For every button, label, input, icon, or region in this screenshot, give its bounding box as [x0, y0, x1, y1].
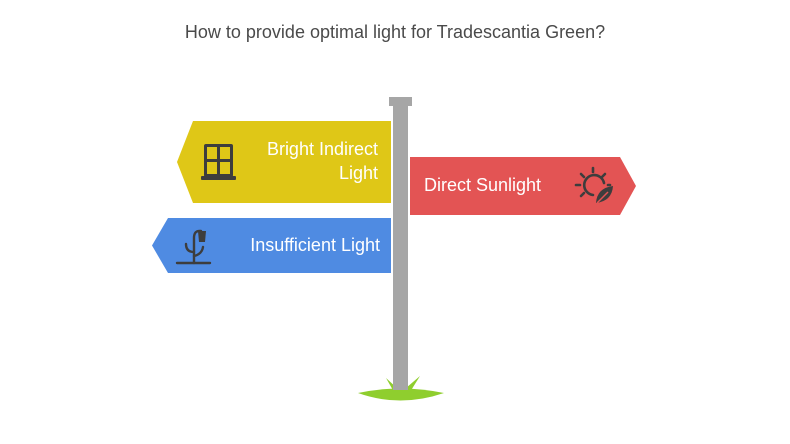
signpost-cap	[389, 97, 412, 106]
sign-label-insufficient-light: Insufficient Light	[250, 235, 380, 255]
sign-label-direct-sunlight: Direct Sunlight	[424, 175, 542, 195]
sign-bright-indirect-light	[177, 121, 391, 203]
sign-insufficient-light	[152, 218, 391, 273]
signpost-pole	[393, 105, 408, 390]
window-icon	[201, 144, 236, 180]
grass-base	[358, 388, 444, 401]
sign-direct-sunlight	[410, 157, 636, 215]
sun-leaf-icon	[574, 166, 612, 198]
wilted-plant-icon	[175, 229, 212, 265]
sign-label-bright-indirect-light: Bright Indirect Light	[266, 139, 378, 183]
wilted-flower	[198, 231, 206, 242]
diagram-title: How to provide optimal light for Tradesc…	[184, 22, 606, 42]
